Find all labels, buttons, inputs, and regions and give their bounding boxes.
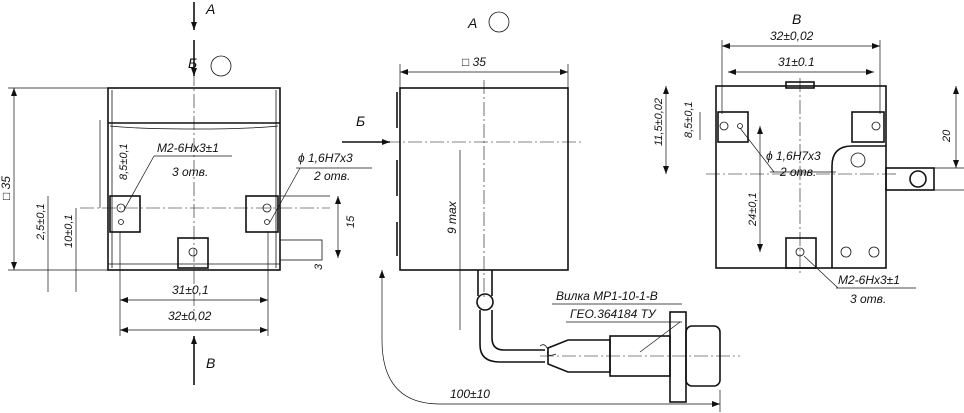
right-thread-spec: М2-6Нх3±1 xyxy=(838,273,900,287)
dim-left-body: □ 35 xyxy=(0,176,13,200)
left-cap-edge xyxy=(109,125,279,130)
connector-flange xyxy=(669,311,687,403)
label-arrow-v: В xyxy=(206,355,215,371)
dim-cable-line xyxy=(379,270,720,407)
dim-right-h1: 32±0,02 xyxy=(770,29,814,43)
right-thread-leader xyxy=(803,255,839,289)
right-view: В 32±0,02 31±0.1 11,5±0,02 xyxy=(653,11,964,306)
left-cable-stub xyxy=(279,239,323,261)
right-lug-bottom xyxy=(785,237,817,269)
bracket-hole-top-icon xyxy=(850,152,866,168)
rotate-a-icon xyxy=(488,11,510,33)
right-hole-icon xyxy=(262,203,272,213)
dim-left-h1: 31±0,1 xyxy=(172,283,209,297)
left-hole-count: 2 отв. xyxy=(313,169,350,183)
dim-middle-cable: 100±10 xyxy=(450,387,490,401)
dim-right-v3: 24±0,1 xyxy=(747,192,759,227)
dim-right-v2: 8,5±0,1 xyxy=(683,101,695,138)
left-view: А Б В □ 35 2,5±0,1 10±0,1 8,5±0,1 15 3 3… xyxy=(0,1,372,385)
right-lug-right xyxy=(851,111,885,143)
dim-left-v4: 15 xyxy=(345,215,357,228)
right-hole-leader xyxy=(739,127,775,173)
left-lug-left xyxy=(109,195,141,233)
right-cable-bead-icon xyxy=(909,170,927,188)
left-thread-count: 3 отв. xyxy=(172,165,208,179)
label-arrow-a: А xyxy=(205,1,215,17)
right-view-hole-bottom-icon xyxy=(795,247,805,257)
left-thread-spec: М2-6Нх3±1 xyxy=(157,141,219,155)
left-hole-spec: ϕ 1,6Н7х3 xyxy=(298,151,353,165)
right-cable xyxy=(885,167,935,191)
bracket-hole-b-icon xyxy=(868,246,880,258)
cable-outer xyxy=(479,310,545,363)
right-view-pin-left-icon xyxy=(737,123,743,129)
dim-left-h2: 32±0,02 xyxy=(168,309,212,323)
right-view-label: В xyxy=(792,11,801,27)
cable-bead-icon xyxy=(476,293,494,311)
rotate-b-icon xyxy=(210,55,232,77)
right-view-hole-left-icon xyxy=(719,121,729,131)
dim-middle-top: □ 35 xyxy=(462,55,486,69)
cable-inner xyxy=(491,310,545,351)
dim-left-v3: 10±0,1 xyxy=(63,214,75,248)
dim-left-v5: 3 xyxy=(313,263,325,270)
left-lug-bottom xyxy=(177,237,209,269)
right-thread-count: 3 отв. xyxy=(850,292,886,306)
right-bracket xyxy=(831,145,886,268)
middle-view: А □ 35 Б 9 max Вилка МР xyxy=(342,11,740,412)
right-lug-left xyxy=(717,111,749,143)
dim-right-v4: 20 xyxy=(941,129,953,143)
dim-right-v1: 11,5±0,02 xyxy=(653,98,665,146)
dim-left-v2: 2,5±0,1 xyxy=(35,203,47,241)
label-arrow-b: Б xyxy=(188,55,197,71)
hole-leader xyxy=(269,167,301,223)
right-hole-count: 2 отв. xyxy=(779,165,816,179)
dim-middle-vert: 9 max xyxy=(445,200,459,234)
cable-gland xyxy=(477,270,493,296)
dim-right-h2: 31±0.1 xyxy=(778,55,815,69)
middle-section-label: Б xyxy=(356,113,365,129)
thread-leader xyxy=(123,155,155,211)
connector-leader xyxy=(639,321,681,353)
left-pin-hole-icon xyxy=(118,219,124,225)
dim-left-v1: 8,5±0,1 xyxy=(118,143,130,180)
connector-name: Вилка МР1-10-1-В xyxy=(556,289,658,303)
right-pin-hole-icon xyxy=(264,219,270,225)
bottom-hole-icon xyxy=(188,247,198,257)
connector-spec: ГЕО.364184 ТУ xyxy=(570,307,657,321)
right-view-hole-right-icon xyxy=(871,121,881,131)
bracket-hole-a-icon xyxy=(840,246,852,258)
right-hole-spec: ϕ 1,6Н7х3 xyxy=(766,149,821,163)
left-lug-right xyxy=(245,195,279,233)
middle-view-label: А xyxy=(467,15,477,31)
